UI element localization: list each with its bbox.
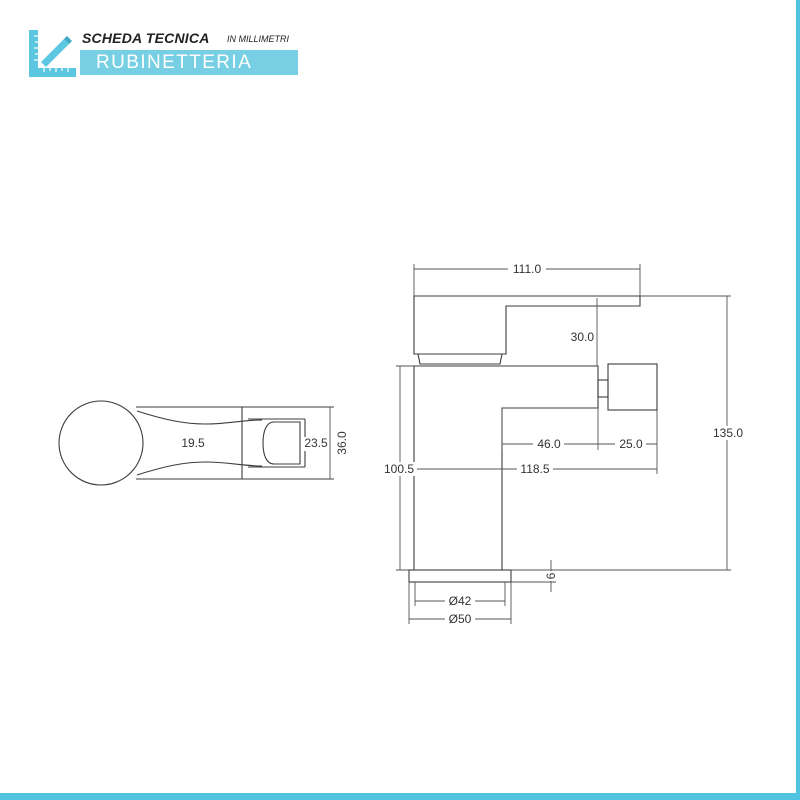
- dim-label-bg: [545, 571, 557, 581]
- cartridge-collar: [417, 353, 503, 365]
- lever-neck-top-curve: [136, 410, 263, 425]
- top-view: 19.5 23.5 36.0: [58, 400, 349, 486]
- dim-label-bg: [517, 462, 553, 476]
- body-circle-top: [58, 400, 144, 486]
- dim-label-neck-width: 19.5: [181, 436, 205, 450]
- dim-label-lever-to-body: 30.0: [571, 330, 595, 344]
- dim-label-bg: [533, 437, 564, 451]
- unit-note: IN MILLIMETRI: [227, 34, 290, 44]
- dim-label-bg: [708, 426, 748, 440]
- dim-label-spout-reach: 46.0: [537, 437, 561, 451]
- dim-label-base-inner-diameter: Ø42: [449, 594, 472, 608]
- dim-label-bg: [302, 437, 329, 451]
- faucet-base: [408, 569, 512, 583]
- ruler-pencil-icon: [29, 30, 76, 77]
- dim-label-knob-width: 23.5: [304, 436, 328, 450]
- knob-inner-outline: [262, 421, 301, 465]
- dim-label-lever-length: 111.0: [513, 262, 542, 276]
- accent-border-right: [796, 0, 800, 800]
- handle-lever: [413, 295, 641, 355]
- dim-label-base-height: 6: [544, 572, 558, 579]
- dim-label-bg: [615, 437, 646, 451]
- category-label: RUBINETTERIA: [96, 52, 253, 73]
- dim-label-overall-depth: 118.5: [520, 462, 549, 476]
- dim-label-base-outer-diameter: Ø50: [449, 612, 472, 626]
- category-badge: RUBINETTERIA: [80, 50, 298, 75]
- dim-label-total-height: 135.0: [713, 426, 743, 440]
- dim-label-bg: [508, 262, 546, 276]
- dim-label-overall-width: 36.0: [335, 431, 349, 455]
- dim-label-body-height: 100.5: [384, 462, 414, 476]
- lever-neck-bottom-curve: [136, 461, 263, 476]
- faucet-body: [413, 365, 599, 571]
- page-title: SCHEDA TECNICA: [82, 30, 210, 46]
- dim-label-knob-depth: 25.0: [619, 437, 643, 451]
- dim-label-bg: [445, 612, 475, 626]
- diverter-stem: [597, 379, 609, 398]
- dim-label-bg: [381, 462, 417, 476]
- diverter-knob: [607, 363, 658, 411]
- accent-border-bottom: [0, 793, 800, 800]
- dim-label-bg: [445, 594, 475, 608]
- side-view: 111.0 30.0 135.0 46.0 25.0 100.5: [381, 262, 748, 626]
